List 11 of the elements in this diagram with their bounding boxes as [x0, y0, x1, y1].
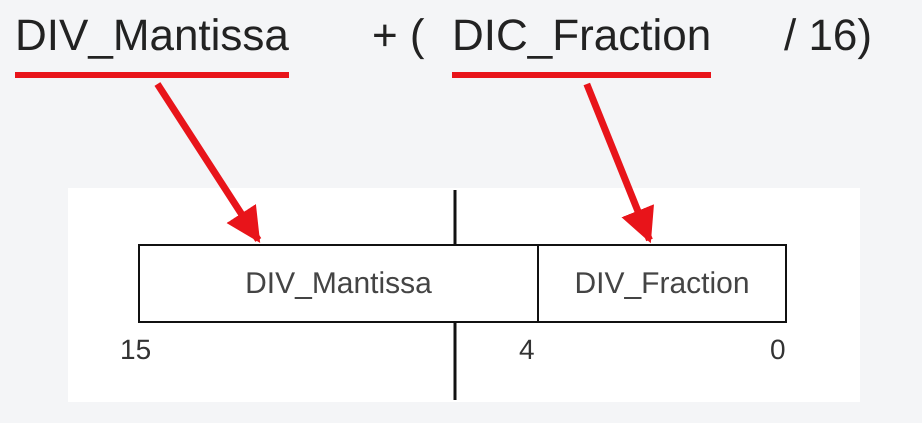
formula-operator: + (: [372, 10, 425, 62]
bit-number: 15: [120, 334, 152, 366]
register-field: DIV_Mantissa: [138, 244, 539, 323]
arrow: [154, 82, 262, 243]
bit-number: 4: [519, 334, 535, 366]
formula-term: DIV_Mantissa: [15, 8, 289, 78]
register-field: DIV_Fraction: [537, 244, 787, 323]
arrow: [584, 82, 654, 244]
formula-term: DIC_Fraction: [452, 8, 712, 78]
bit-number: 0: [770, 334, 786, 366]
formula-operator: / 16): [784, 10, 872, 62]
